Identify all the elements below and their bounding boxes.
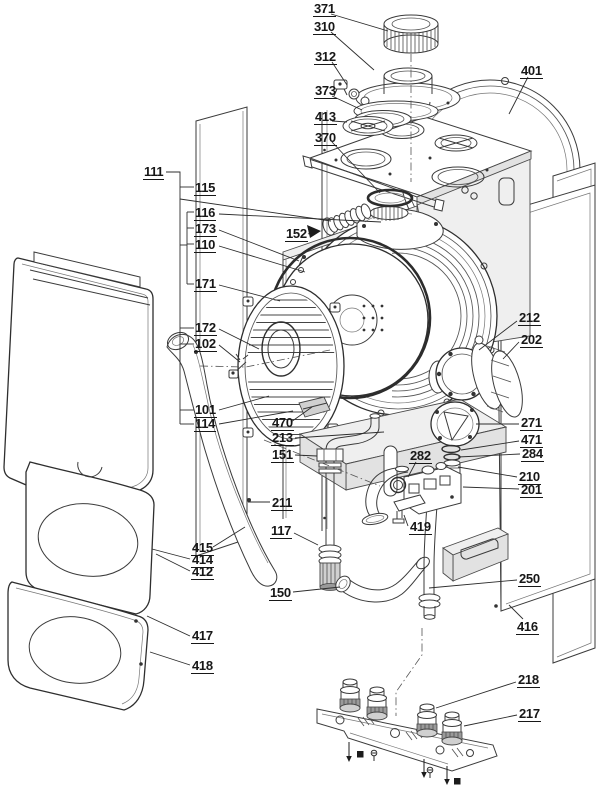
part-label-152: 152	[285, 226, 308, 243]
part-label-413: 413	[314, 109, 337, 126]
pump-assembly	[428, 335, 523, 418]
part-label-102: 102	[194, 336, 217, 353]
part-label-401: 401	[520, 63, 543, 80]
part-label-373: 373	[314, 83, 337, 100]
part-label-312: 312	[314, 49, 337, 66]
part-label-250: 250	[518, 571, 541, 588]
part-label-213: 213	[271, 430, 294, 447]
pipe-elbow-center	[361, 465, 409, 526]
part-label-416: 416	[516, 619, 539, 636]
pipe-gas-drop	[418, 503, 441, 620]
part-label-371: 371	[313, 1, 336, 18]
part-label-284: 284	[521, 446, 544, 463]
part-label-310: 310	[313, 19, 336, 36]
part-label-370: 370	[314, 130, 337, 147]
hydraulic-manifold	[316, 708, 498, 772]
lower-front-cover	[7, 581, 149, 711]
part-label-471: 471	[520, 432, 543, 449]
part-label-282: 282	[409, 448, 432, 465]
part-label-172: 172	[194, 320, 217, 337]
part-label-114: 114	[194, 416, 217, 433]
part-label-111: 111	[143, 164, 165, 181]
part-label-173: 173	[194, 221, 217, 238]
pump-fitting	[474, 335, 484, 345]
part-label-211: 211	[271, 495, 294, 512]
part-label-117: 117	[270, 523, 293, 540]
part-label-210: 210	[518, 469, 541, 486]
part-label-171: 171	[194, 276, 217, 293]
part-label-419: 419	[409, 519, 432, 536]
burner-grate-rear	[434, 134, 478, 152]
part-label-202: 202	[520, 332, 543, 349]
part-label-414: 414	[191, 552, 214, 569]
pipe-curved-overflow	[335, 556, 430, 603]
part-label-110: 110	[194, 237, 217, 254]
part-label-150: 150	[269, 585, 292, 602]
part-label-151: 151	[271, 447, 294, 464]
part-label-101: 101	[194, 402, 217, 419]
part-label-412: 412	[191, 564, 214, 581]
part-label-418: 418	[191, 658, 214, 675]
part-label-271: 271	[520, 415, 543, 432]
flue-cap	[383, 14, 439, 54]
part-label-201: 201	[520, 482, 543, 499]
part-label-212: 212	[518, 310, 541, 327]
part-label-415: 415	[191, 540, 214, 557]
burner-grate-front	[342, 116, 394, 136]
part-label-116: 116	[194, 205, 217, 222]
part-label-218: 218	[517, 672, 540, 689]
part-label-217: 217	[518, 706, 541, 723]
support-rail	[442, 527, 510, 582]
part-label-417: 417	[191, 628, 214, 645]
front-door-panel	[3, 251, 154, 501]
part-label-470: 470	[271, 415, 294, 432]
part-label-115: 115	[194, 180, 217, 197]
sump-flange	[430, 401, 480, 447]
manifold-fittings	[339, 678, 463, 746]
